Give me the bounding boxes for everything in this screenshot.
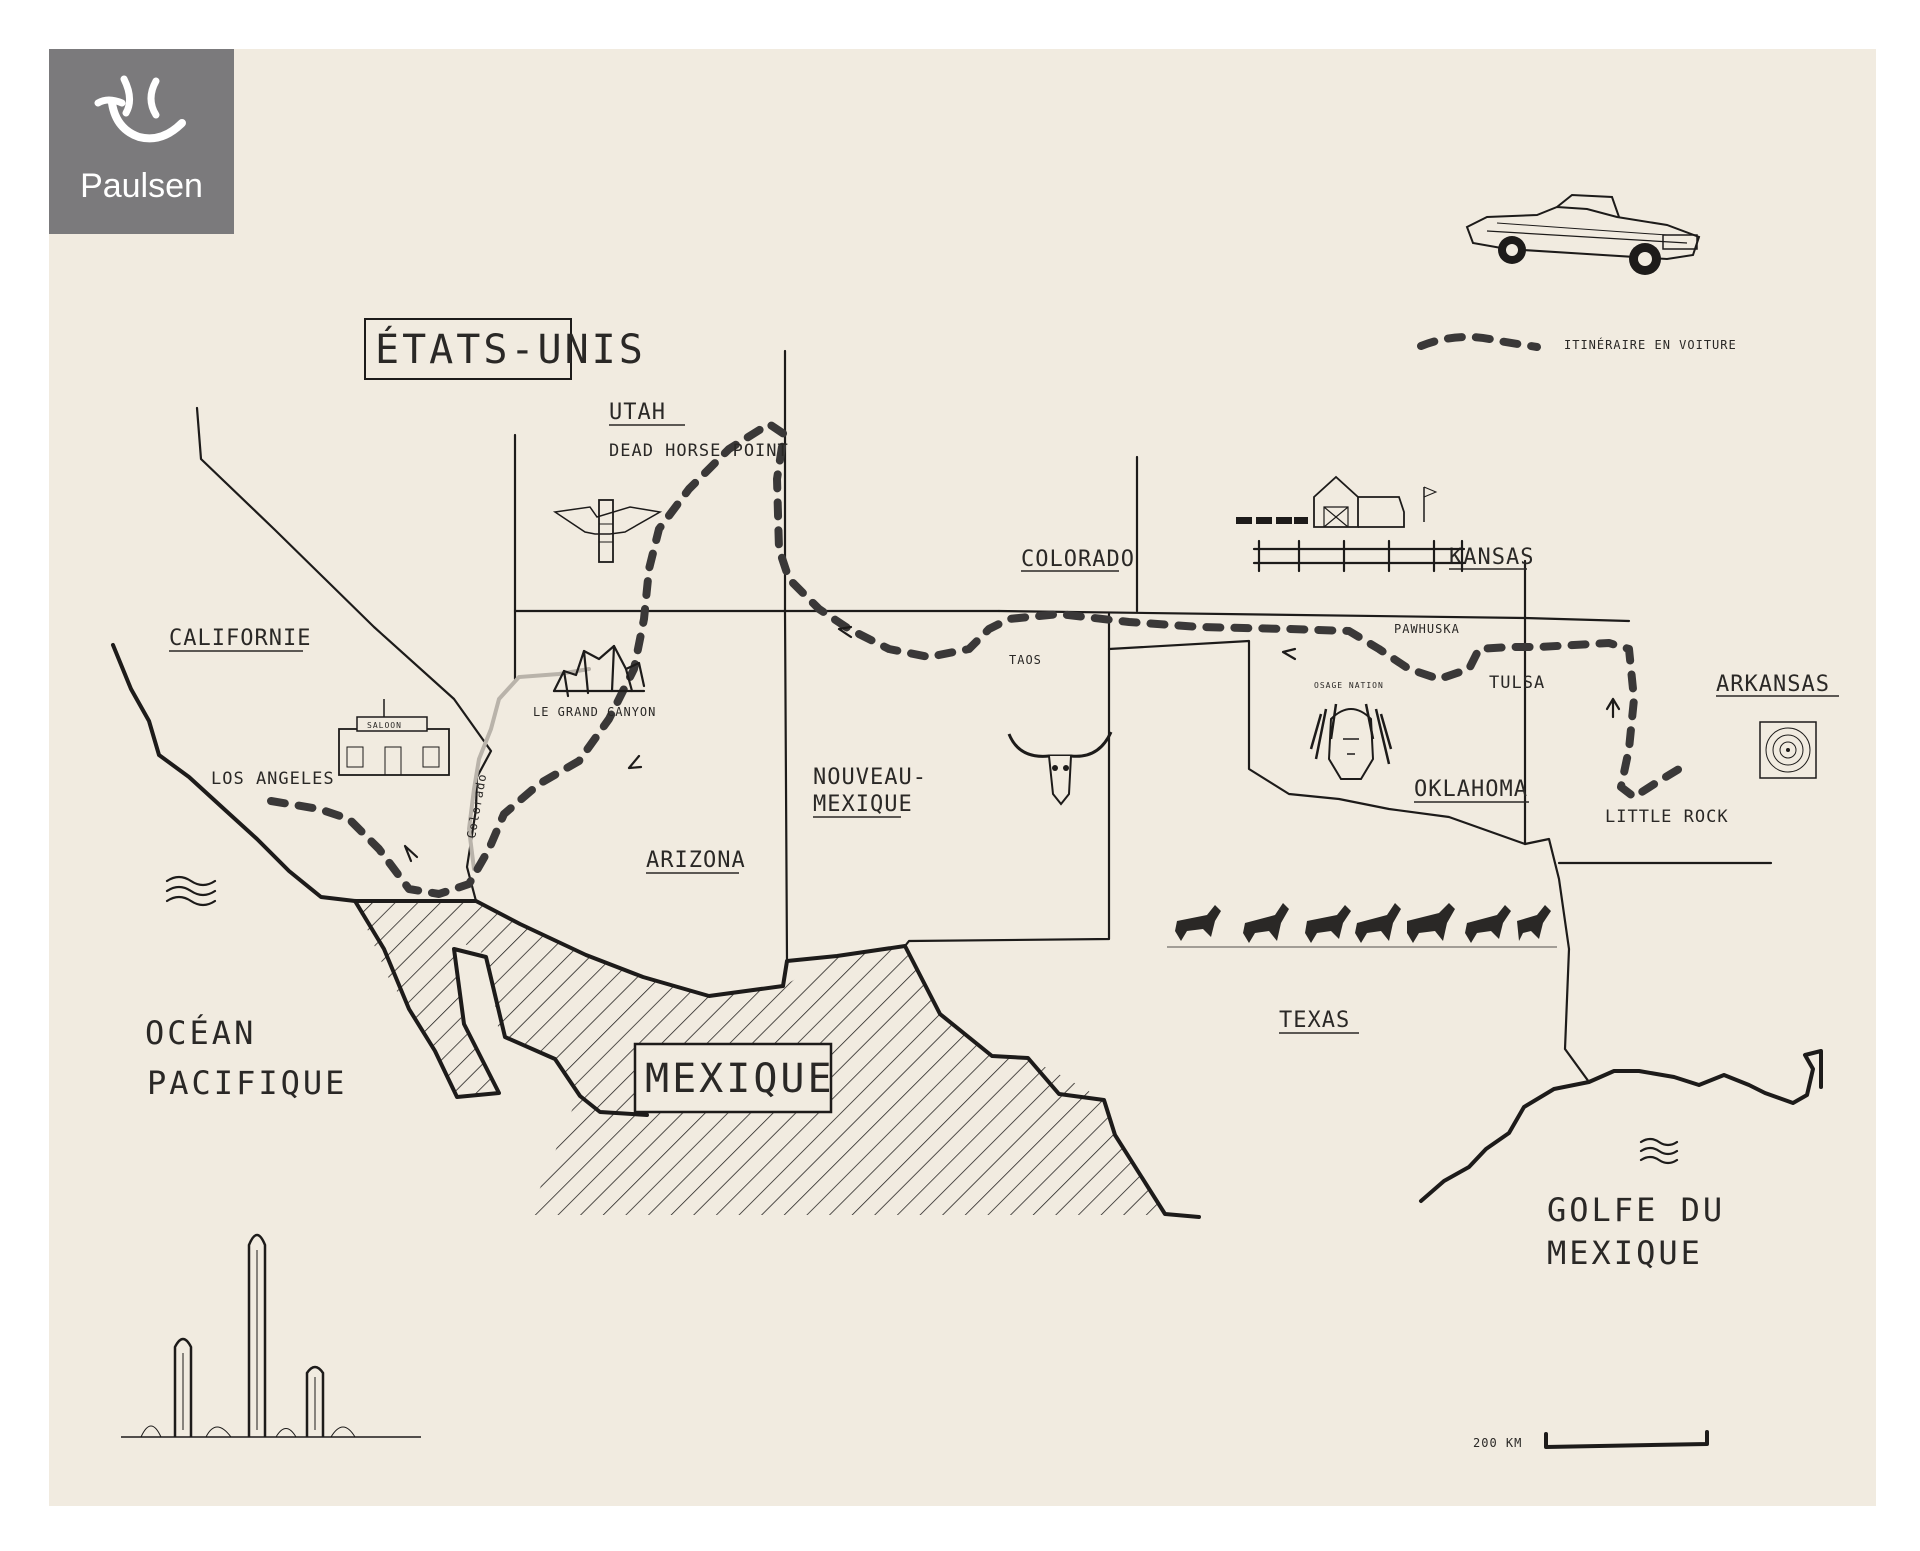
car-route (267, 420, 1683, 898)
waves-icon (1639, 1137, 1679, 1165)
bull-skull-icon (1007, 731, 1113, 806)
sea-gulf-2: MEXIQUE (1547, 1234, 1703, 1272)
colorado-river-label: Colorado (464, 772, 489, 839)
place-los-angeles: LOS ANGELES (211, 769, 335, 789)
state-label-arkansas: ARKANSAS (1716, 672, 1830, 697)
place-tulsa: TULSA (1489, 673, 1545, 693)
state-label-texas: TEXAS (1279, 1008, 1350, 1033)
state-label-utah: UTAH (609, 400, 666, 425)
pacific-coastline (111, 643, 357, 903)
horses-icon (1167, 903, 1557, 948)
state-label-arizona: ARIZONA (646, 848, 746, 873)
totem-icon (552, 499, 663, 563)
state-label-oklahoma: OKLAHOMA (1414, 777, 1528, 802)
place-osage-nation: OSAGE NATION (1314, 681, 1384, 690)
gulf-coastline (1419, 1049, 1823, 1203)
place-pawhuska: PAWHUSKA (1394, 622, 1460, 636)
place-taos: TAOS (1009, 653, 1042, 667)
canyon-icon (552, 644, 646, 698)
legend-route-label: ITINÉRAIRE EN VOITURE (1564, 337, 1737, 352)
sea-pacific-1: OCÉAN (145, 1014, 256, 1052)
state-label-nouveau-mexique-2: MEXIQUE (813, 792, 913, 817)
colorado-river (466, 667, 591, 871)
sea-pacific-2: PACIFIQUE (147, 1064, 347, 1102)
place-dead-horse-point: DEAD HORSE POINT (609, 441, 789, 461)
map-canvas: Colorado ÉTATS-UNIS MEXIQUE UTAH COLORAD… (111, 193, 1839, 1450)
antler-logo-icon (94, 75, 186, 143)
cactus-icon (121, 1233, 421, 1438)
state-label-colorado: COLORADO (1021, 547, 1135, 572)
map-paper: Colorado ÉTATS-UNIS MEXIQUE UTAH COLORAD… (49, 49, 1876, 1506)
saloon-sign: SALOON (367, 721, 402, 730)
mexico-title-box (633, 1042, 833, 1114)
target-icon (1759, 721, 1817, 779)
mexico-title: MEXIQUE (645, 1056, 835, 1102)
barn-icon (1236, 475, 1438, 528)
country-title: ÉTATS-UNIS (375, 325, 646, 373)
paulsen-logo[interactable]: Paulsen (49, 49, 234, 234)
legend-route-sample (1417, 333, 1541, 351)
convertible-car-icon (1465, 193, 1701, 275)
scale-label: 200 KM (1473, 1436, 1522, 1450)
state-label-nouveau-mexique-1: NOUVEAU- (813, 765, 927, 790)
native-chief-icon (1309, 703, 1393, 780)
state-label-california: CALIFORNIE (169, 626, 311, 651)
scale-bar (1544, 1430, 1709, 1449)
fence-icon (1252, 539, 1466, 573)
place-little-rock: LITTLE ROCK (1605, 807, 1729, 827)
sea-gulf-1: GOLFE DU (1547, 1191, 1725, 1229)
place-grand-canyon: LE GRAND CANYON (533, 705, 656, 719)
us-mexico-border (353, 899, 1201, 1219)
waves-icon (165, 875, 217, 907)
route-arrows (403, 625, 1621, 863)
country-title-box (364, 318, 572, 380)
saloon-icon: SALOON (338, 699, 450, 776)
mexico-border (353, 899, 649, 1117)
brand-name: Paulsen (80, 167, 203, 205)
